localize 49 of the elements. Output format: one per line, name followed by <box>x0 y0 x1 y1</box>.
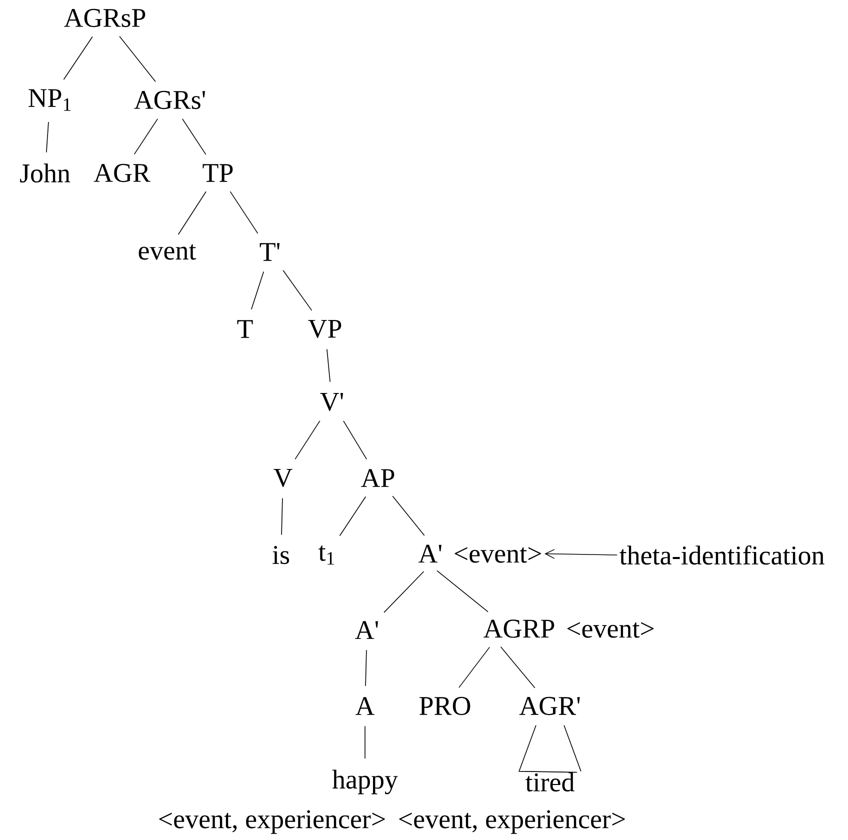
branch-line <box>134 118 158 155</box>
node-label: event <box>138 244 196 260</box>
branch-line <box>343 420 368 460</box>
node-label: V' <box>320 392 344 412</box>
node-label: is <box>272 546 290 564</box>
branch-line <box>178 191 206 235</box>
branch-line <box>436 570 488 612</box>
node-label: NP$_{1}$ <box>28 89 71 111</box>
node-label: PRO <box>420 696 470 716</box>
branch-line <box>364 726 366 759</box>
branch-line <box>326 348 330 382</box>
branch-line <box>230 191 258 234</box>
branch-line <box>63 36 93 80</box>
node-label: AP <box>361 469 394 487</box>
feature-annotation: <event, experiencer> <box>399 810 625 834</box>
branch-line <box>339 496 366 536</box>
feature-annotation: <event, experiencer> <box>159 810 385 834</box>
node-label: TP <box>202 164 233 182</box>
node-label: AGRs' <box>134 90 206 110</box>
node-label: T <box>237 320 253 338</box>
branch-line <box>458 646 490 688</box>
branch-line <box>384 571 424 613</box>
triangle-roof <box>518 724 582 773</box>
branch-line <box>392 496 425 536</box>
branch-line <box>282 270 312 311</box>
branch-line <box>365 650 367 686</box>
branch-line <box>500 646 536 688</box>
node-label: V <box>274 468 292 488</box>
implies-arrow <box>544 549 618 559</box>
node-label: A <box>356 697 375 715</box>
branch-line <box>281 498 283 536</box>
branch-line <box>250 271 264 310</box>
node-label: VP <box>308 320 342 338</box>
node-label: happy <box>332 770 398 794</box>
node-label: t$_{1}$ <box>318 545 334 565</box>
node-label: AGRsP <box>64 8 146 28</box>
node-label: AGRP <event> <box>483 620 654 638</box>
node-label: tired <box>526 772 574 792</box>
node-label: T' <box>260 243 280 261</box>
branch-line <box>119 36 156 82</box>
branch-line <box>294 420 320 460</box>
node-label: AGR <box>94 164 150 182</box>
branch-line <box>182 118 206 155</box>
node-label: theta-identification <box>620 545 824 565</box>
node-label: John <box>20 164 70 182</box>
node-label: A' <box>355 621 378 639</box>
node-label: AGR' <box>519 696 580 716</box>
branch-line <box>46 122 49 153</box>
node-label: A' <event> <box>418 544 542 563</box>
